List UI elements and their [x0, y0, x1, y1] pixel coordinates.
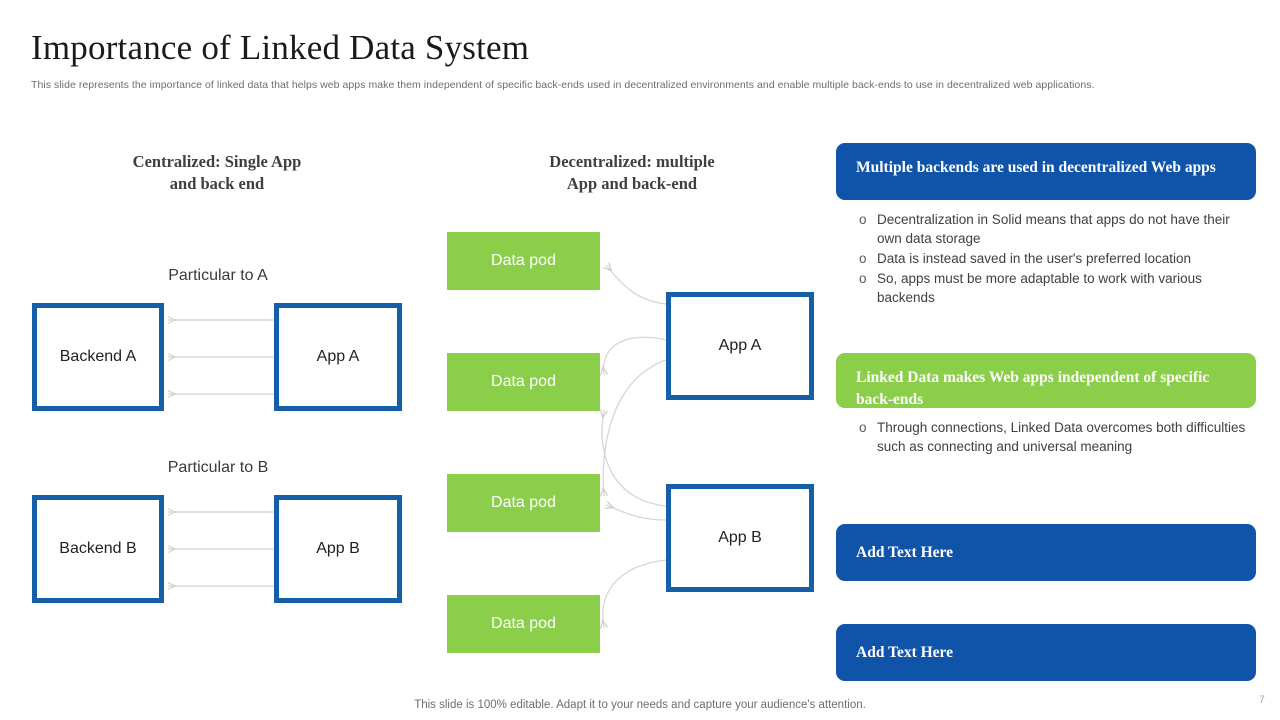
- banner-linked-data[interactable]: Linked Data makes Web apps independent o…: [836, 353, 1256, 408]
- list-item-text: Data is instead saved in the user's pref…: [877, 251, 1192, 266]
- label-particular-to-b: Particular to B: [167, 459, 269, 476]
- list-item-text: Through connections, Linked Data overcom…: [877, 420, 1246, 454]
- node-app-a-decentralized[interactable]: App A: [666, 292, 814, 400]
- node-app-a-centralized[interactable]: App A: [274, 303, 402, 411]
- list-item: o Decentralization in Solid means that a…: [855, 210, 1255, 248]
- bullet-marker-icon: o: [859, 420, 867, 435]
- node-backend-b[interactable]: Backend B: [32, 495, 164, 603]
- node-backend-a[interactable]: Backend A: [32, 303, 164, 411]
- node-data-pod[interactable]: Data pod: [447, 353, 600, 411]
- banner-add-text-here-1[interactable]: Add Text Here: [836, 524, 1256, 581]
- list-item: o So, apps must be more adaptable to wor…: [855, 269, 1255, 307]
- node-data-pod[interactable]: Data pod: [447, 595, 600, 653]
- heading-decentralized-line2: App and back-end: [566, 174, 698, 193]
- node-app-b-decentralized[interactable]: App B: [666, 484, 814, 592]
- label-particular-to-a: Particular to A: [168, 267, 268, 284]
- list-item-text: Decentralization in Solid means that app…: [877, 212, 1230, 246]
- slide-subtitle: This slide represents the importance of …: [31, 79, 1095, 91]
- page-title: Importance of Linked Data System: [31, 28, 530, 67]
- bullet-marker-icon: o: [859, 271, 867, 286]
- heading-centralized-line2: and back end: [169, 174, 265, 193]
- page-number: 7: [1258, 694, 1265, 706]
- heading-centralized: Centralized: Single App and back end: [86, 151, 348, 195]
- banner-multiple-backends[interactable]: Multiple backends are used in decentrali…: [836, 143, 1256, 200]
- list-item-text: So, apps must be more adaptable to work …: [877, 271, 1202, 305]
- node-data-pod[interactable]: Data pod: [447, 474, 600, 532]
- heading-centralized-line1: Centralized: Single App: [132, 152, 302, 171]
- heading-decentralized-line1: Decentralized: multiple: [549, 152, 715, 171]
- bullet-list-multiple-backends: o Decentralization in Solid means that a…: [855, 210, 1255, 308]
- footer-note: This slide is 100% editable. Adapt it to…: [414, 699, 866, 711]
- bullet-marker-icon: o: [859, 251, 867, 266]
- list-item: o Through connections, Linked Data overc…: [855, 418, 1247, 456]
- node-app-b-centralized[interactable]: App B: [274, 495, 402, 603]
- bullet-marker-icon: o: [859, 212, 867, 227]
- list-item: o Data is instead saved in the user's pr…: [855, 249, 1255, 268]
- heading-decentralized: Decentralized: multiple App and back-end: [503, 151, 761, 195]
- bullet-list-linked-data: o Through connections, Linked Data overc…: [855, 418, 1247, 457]
- banner-add-text-here-2[interactable]: Add Text Here: [836, 624, 1256, 681]
- node-data-pod[interactable]: Data pod: [447, 232, 600, 290]
